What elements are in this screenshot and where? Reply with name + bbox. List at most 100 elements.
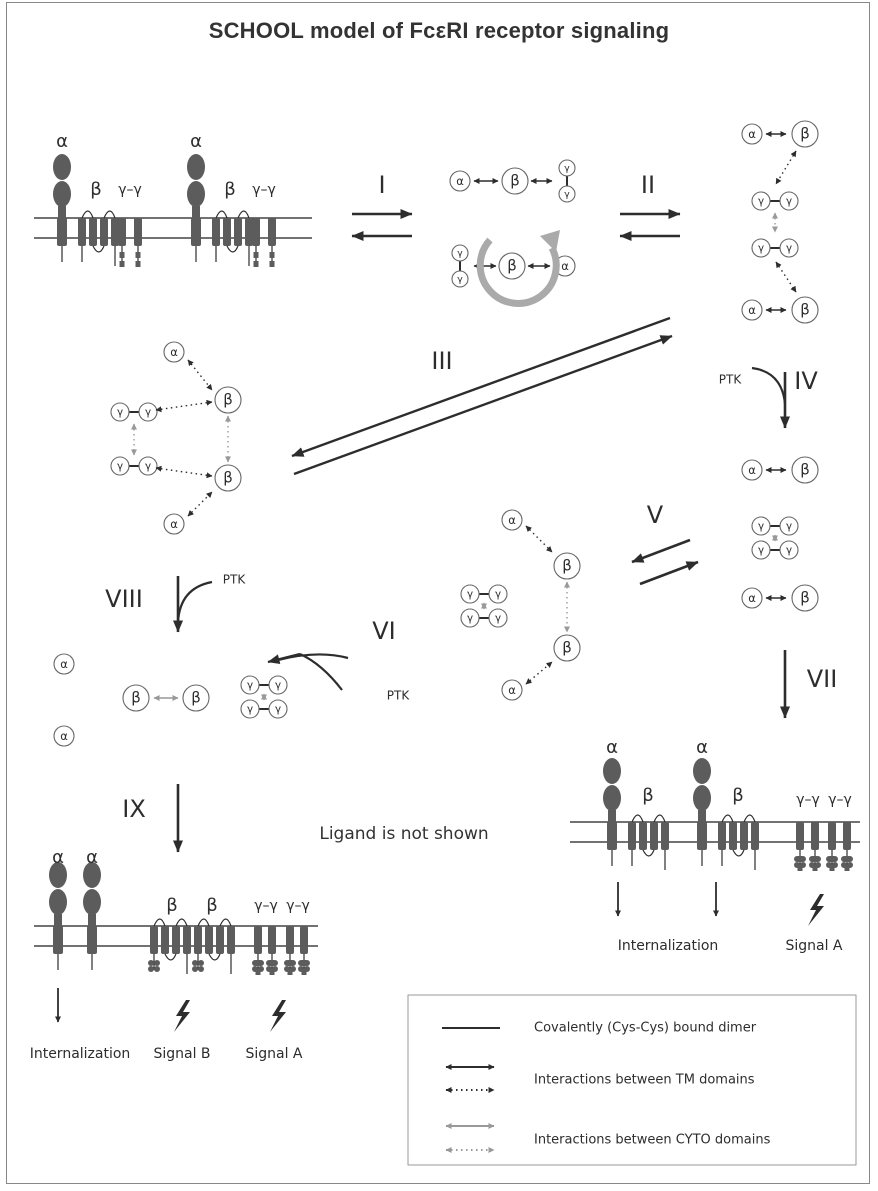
alpha-label: α bbox=[190, 131, 202, 152]
subunit-circle bbox=[741, 587, 763, 609]
gamma-subunit: γ bbox=[240, 675, 260, 695]
alpha-subunit: α bbox=[741, 123, 763, 145]
phosphate-mark bbox=[252, 960, 264, 972]
gamma-subunit: γ bbox=[138, 402, 158, 422]
beta-subunit: β bbox=[791, 456, 819, 484]
subunit-circle bbox=[122, 684, 150, 712]
phosphate-mark bbox=[266, 960, 278, 972]
phosphate-dot bbox=[148, 966, 154, 972]
subunit-circle bbox=[741, 123, 763, 145]
subunit-circle bbox=[460, 608, 480, 628]
gamma-tm-domain bbox=[796, 822, 804, 850]
subunit-circle bbox=[779, 516, 799, 536]
alpha-stalk bbox=[698, 810, 706, 822]
subunit-circle bbox=[558, 185, 576, 203]
subunit-circle bbox=[268, 699, 288, 719]
phosphate-dot bbox=[290, 966, 296, 972]
subunit-circle bbox=[488, 608, 508, 628]
alpha-ig-domain bbox=[603, 785, 621, 811]
ptk-curve bbox=[299, 652, 343, 691]
beta-chain bbox=[148, 918, 191, 974]
gamma-subunit: γ bbox=[488, 584, 508, 604]
ptk-curve bbox=[176, 580, 213, 623]
phosphate-dot bbox=[266, 960, 272, 966]
subunit-label: γ bbox=[786, 521, 792, 533]
gamma-itam bbox=[797, 865, 803, 871]
subunit-label: γ bbox=[275, 704, 281, 716]
gamma-subunit: γ bbox=[751, 191, 771, 211]
phosphate-dot bbox=[841, 856, 847, 862]
gamma-subunit: γ bbox=[110, 402, 130, 422]
signal-a-label: Signal A bbox=[245, 1046, 302, 1062]
gamma-tm-domain bbox=[300, 926, 308, 954]
phosphate-dot bbox=[800, 856, 806, 862]
gamma-chain bbox=[841, 822, 853, 871]
beta-subunit: β bbox=[791, 584, 819, 612]
subunit-circle bbox=[268, 675, 288, 695]
phosphate-dot bbox=[815, 856, 821, 862]
gamma-itam bbox=[253, 252, 259, 258]
step-label-VI: VI bbox=[372, 617, 396, 645]
subunit-label: γ bbox=[495, 613, 501, 625]
subunit-label: β bbox=[131, 689, 141, 707]
phosphate-dot bbox=[826, 856, 832, 862]
gamma-subunit: γ bbox=[558, 159, 576, 177]
resting-receptor-2-gamma bbox=[252, 218, 260, 267]
subunit-circle bbox=[779, 540, 799, 560]
alpha-subunit: α bbox=[53, 653, 75, 675]
subunit-circle bbox=[110, 456, 130, 476]
resting-receptor-2-alpha bbox=[187, 154, 205, 262]
alpha-stalk bbox=[58, 206, 66, 218]
beta-tm-helix bbox=[729, 822, 737, 850]
gamma-itam bbox=[269, 261, 275, 267]
subunit-circle bbox=[751, 191, 771, 211]
phosphate-dot bbox=[794, 856, 800, 862]
gamma-subunit: γ bbox=[558, 185, 576, 203]
phosphate-dot bbox=[832, 862, 838, 868]
gamma-tm-domain bbox=[268, 218, 276, 246]
gamma-tm-domain bbox=[286, 926, 294, 954]
gamma-itam bbox=[269, 252, 275, 258]
beta-subunit: β bbox=[214, 386, 242, 414]
phosphate-dot bbox=[800, 862, 806, 868]
subunit-label: α bbox=[60, 729, 68, 743]
alpha-subunit: α bbox=[163, 513, 185, 535]
subunit-label: β bbox=[510, 172, 520, 190]
gamma-subunit: γ bbox=[779, 191, 799, 211]
gamma-itam bbox=[119, 252, 125, 258]
phosphate-dot bbox=[192, 960, 198, 966]
subunit-label: γ bbox=[564, 189, 570, 200]
resting-receptor-1-alpha bbox=[53, 154, 71, 262]
tm-interaction-arrow bbox=[155, 465, 213, 479]
gamma-itam bbox=[135, 261, 141, 267]
beta-inner-loop bbox=[92, 245, 105, 253]
alpha-tm-domain bbox=[53, 926, 63, 954]
gamma-itam bbox=[829, 865, 835, 871]
alpha-subunit: α bbox=[741, 587, 763, 609]
beta-outer-loops bbox=[197, 918, 232, 927]
beta-outer-loops bbox=[631, 814, 666, 823]
step-V-arrow-left bbox=[631, 538, 691, 564]
subunit-label: β bbox=[562, 639, 572, 657]
alpha-tm-domain bbox=[697, 822, 707, 850]
gamma-itam bbox=[119, 261, 125, 267]
subunit-circle bbox=[553, 634, 581, 662]
gamma-chain bbox=[298, 926, 310, 975]
phosphate-dot bbox=[284, 966, 290, 972]
phosphate-dot bbox=[154, 960, 160, 966]
phosphate-dot bbox=[284, 960, 290, 966]
gamma-subunit: γ bbox=[460, 608, 480, 628]
beta-tm-helix bbox=[194, 926, 202, 954]
gamma-tm-domain bbox=[828, 822, 836, 850]
subunit-label: α bbox=[170, 345, 178, 359]
beta-tm-helix bbox=[78, 218, 86, 246]
figure-frame bbox=[6, 2, 870, 1184]
beta-tm-helix bbox=[183, 926, 191, 954]
beta-subunit: β bbox=[182, 684, 210, 712]
phosphate-dot bbox=[841, 862, 847, 868]
subunit-circle bbox=[460, 584, 480, 604]
alpha-label: α bbox=[696, 737, 708, 758]
subunit-label: γ bbox=[758, 545, 764, 557]
step-label-III: III bbox=[431, 347, 452, 375]
